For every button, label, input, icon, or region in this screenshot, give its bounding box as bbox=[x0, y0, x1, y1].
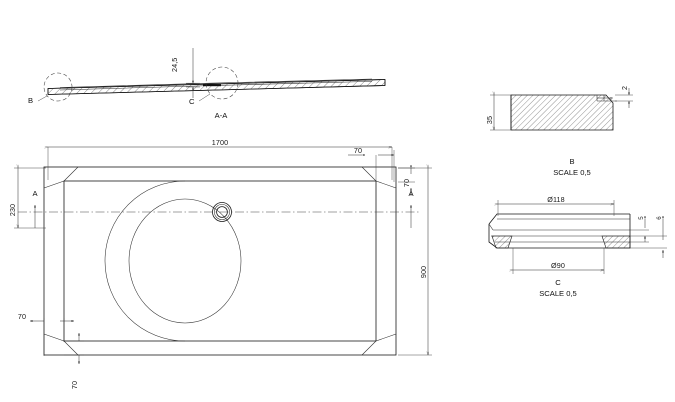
dimension-value-detail-c-d118: Ø118 bbox=[547, 195, 564, 204]
plan-outer-rim bbox=[43, 166, 397, 356]
detail-c-scale-label: SCALE 0,5 bbox=[539, 289, 577, 298]
detail-c-label: C bbox=[555, 278, 561, 287]
detail-marker-b-label: B bbox=[28, 96, 33, 105]
dimension-thickness-245: 24,5 bbox=[170, 48, 200, 98]
dimension-inset-70-bottom-left: 70 bbox=[18, 312, 74, 356]
detail-marker-b: B bbox=[28, 72, 73, 105]
detail-b-scale-label: SCALE 0,5 bbox=[553, 168, 591, 177]
dimension-value-70-top-right: 70 bbox=[354, 146, 362, 155]
detail-marker-c-label: C bbox=[189, 97, 195, 106]
dimension-value-detail-c-6: 6 bbox=[656, 216, 663, 220]
detail-c-hatched-flange bbox=[491, 235, 631, 249]
section-aa-label: A-A bbox=[215, 111, 229, 120]
plan-view: 1700 900 230 70 bbox=[8, 138, 432, 389]
dimension-detail-b-35: 35 bbox=[485, 95, 513, 130]
dimension-detail-c-5: 5 bbox=[630, 216, 649, 243]
plan-corner-chamfers bbox=[43, 166, 397, 356]
dimension-value-230: 230 bbox=[8, 204, 17, 216]
dimension-detail-c-d90: Ø90 bbox=[513, 248, 604, 274]
dimension-value-1700: 1700 bbox=[212, 138, 228, 147]
dimension-detail-c-6: 6 bbox=[630, 216, 667, 258]
section-marker-a-left: A bbox=[32, 189, 38, 228]
detail-b-view: 35 2 B SCALE 0,5 bbox=[485, 86, 633, 177]
plan-slope-arc bbox=[104, 180, 242, 342]
section-aa-view: 24,5 B C A-A bbox=[28, 48, 386, 120]
dimension-inset-70-top-right: 70 bbox=[348, 146, 395, 182]
section-marker-a-right: A bbox=[408, 189, 414, 228]
dimension-value-900: 900 bbox=[419, 266, 428, 278]
dimension-value-70-bottom: 70 bbox=[70, 381, 79, 389]
section-aa-profile bbox=[47, 78, 386, 95]
dimension-value-245: 24,5 bbox=[170, 58, 179, 72]
section-aa-drain-notch bbox=[203, 84, 221, 87]
detail-b-lip bbox=[596, 95, 617, 102]
dimension-width-900: 900 bbox=[398, 168, 432, 355]
dimension-value-detail-b-35: 35 bbox=[485, 116, 494, 124]
section-marker-a-right-label: A bbox=[408, 189, 414, 198]
dimension-value-detail-c-d90: Ø90 bbox=[551, 261, 565, 270]
dimension-value-70-bottom-left: 70 bbox=[18, 312, 26, 321]
section-marker-a-left-label: A bbox=[32, 189, 38, 198]
detail-marker-c: C bbox=[189, 66, 239, 106]
dimension-inset-70-right: 70 bbox=[398, 165, 415, 196]
dimension-inset-70-bottom: 70 bbox=[64, 333, 84, 389]
dimension-inset-230: 230 bbox=[8, 168, 46, 228]
plan-inner-basin bbox=[63, 180, 377, 342]
dimension-detail-c-d118: Ø118 bbox=[498, 195, 614, 216]
detail-b-label: B bbox=[569, 157, 574, 166]
dimension-value-detail-b-2: 2 bbox=[620, 86, 629, 90]
dimension-value-detail-c-5: 5 bbox=[638, 216, 645, 220]
detail-c-view: Ø118 Ø90 5 6 bbox=[488, 195, 667, 298]
dimension-value-70-right: 70 bbox=[402, 179, 411, 187]
dimension-length-1700: 1700 bbox=[48, 138, 392, 180]
dimension-detail-b-2: 2 bbox=[615, 86, 633, 108]
